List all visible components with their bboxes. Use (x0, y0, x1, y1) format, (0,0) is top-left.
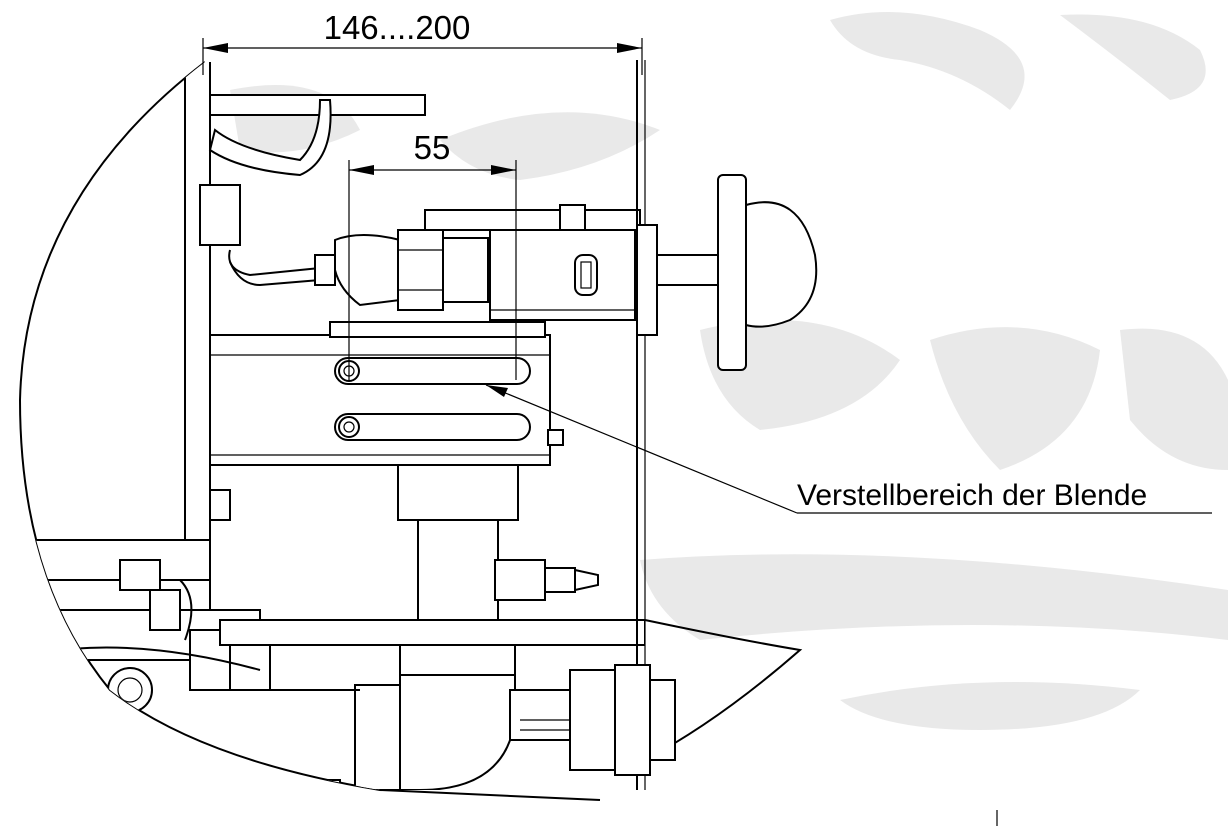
hex-nut-left (397, 229, 444, 311)
detail-content (29, 62, 645, 790)
overall-width-label: 146....200 (324, 9, 471, 46)
slot-length-label: 55 (414, 129, 451, 166)
solenoid-body (489, 227, 636, 321)
pipe-collar-upper (397, 464, 519, 521)
bottom-rail (219, 619, 645, 646)
adjustment-slot-upper (334, 357, 531, 385)
elbow-fitting (334, 234, 401, 307)
top-bar (209, 94, 426, 116)
pipe-collar-lower (399, 644, 516, 676)
callout-leader: Verstellbereich der Blende (485, 384, 1212, 514)
knob-flange (636, 224, 658, 336)
knob-handle (745, 201, 818, 328)
adjustment-slot-lower (334, 413, 531, 441)
dimension-slot-length: 55 (348, 129, 517, 380)
dimension-overall-width: 146....200 (202, 9, 643, 75)
mounting-plate (209, 334, 551, 466)
knob-disc (717, 174, 747, 371)
upper-tube (208, 99, 332, 177)
knob-shaft (656, 254, 723, 286)
side-connector (494, 559, 546, 601)
detail-circle-right-arc (644, 619, 803, 761)
solenoid-window (574, 254, 598, 296)
hex-nut-right (442, 237, 489, 303)
slot-bolt-lower (338, 416, 360, 438)
callout-label: Verstellbereich der Blende (797, 479, 1147, 512)
